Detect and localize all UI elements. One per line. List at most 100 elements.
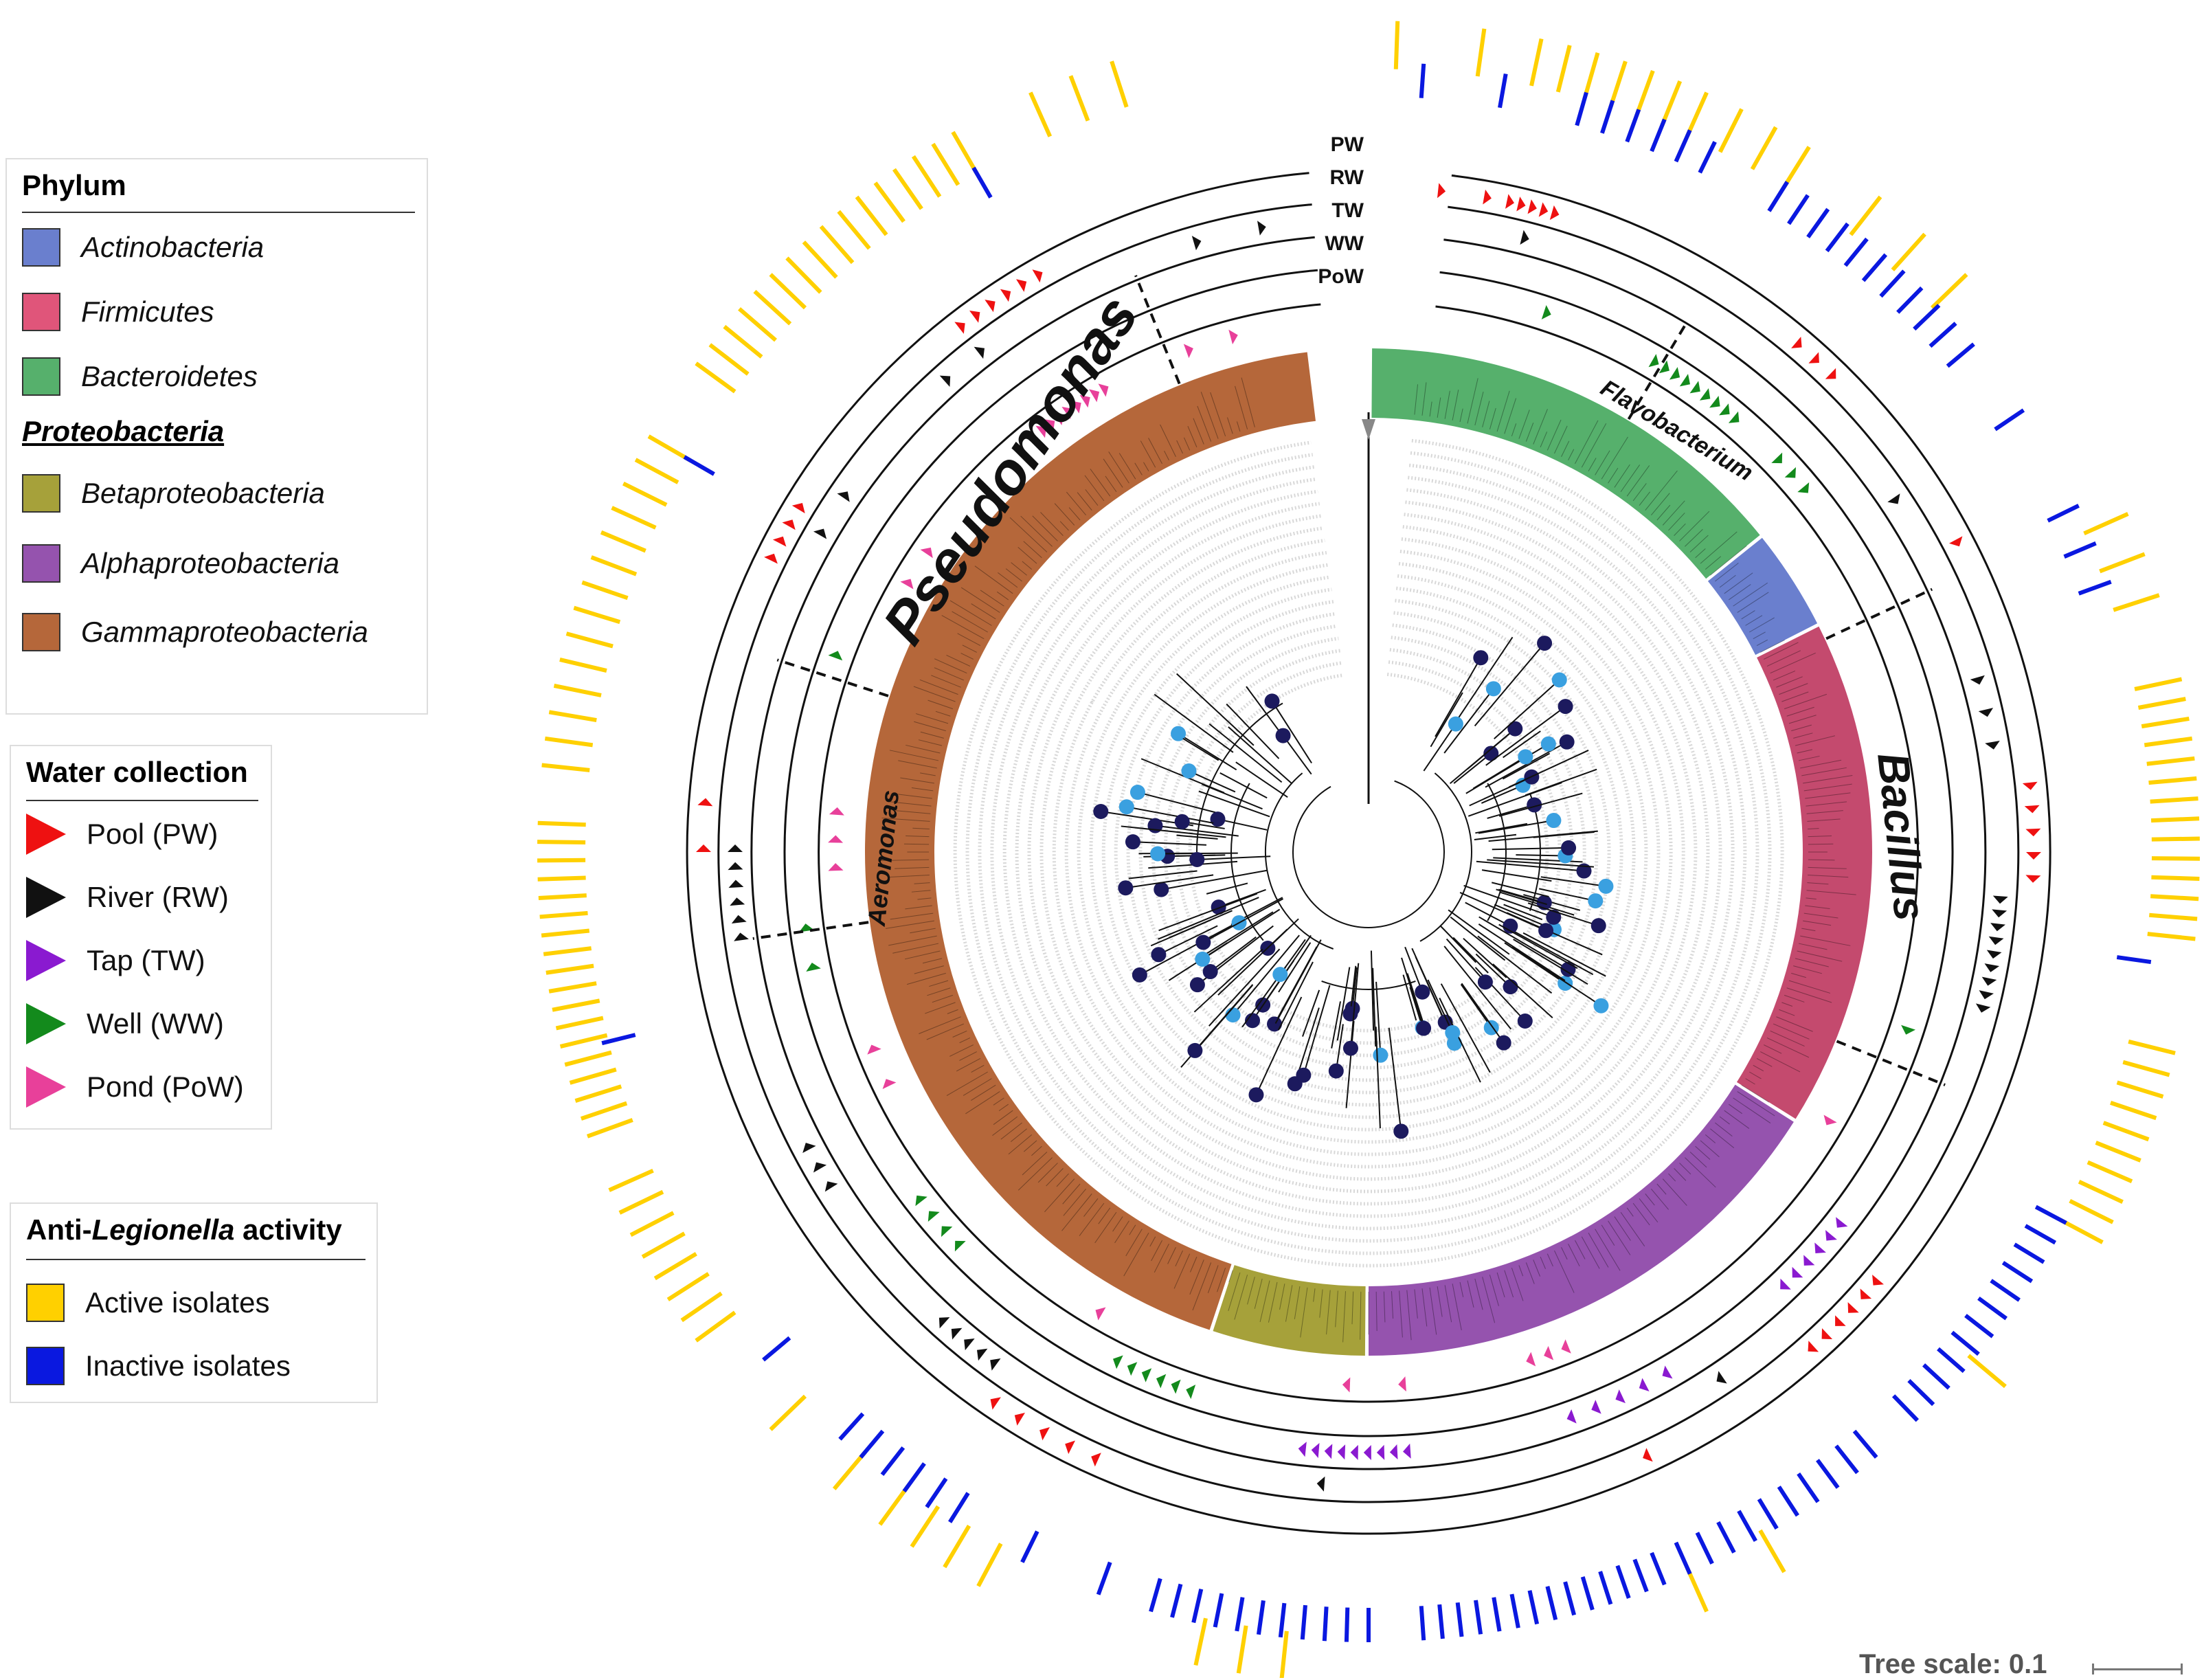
legend-item-inactive: Inactive isolates xyxy=(26,1344,291,1388)
inactive-isolate-tick xyxy=(1455,1602,1464,1637)
genus-divider xyxy=(1627,321,1689,421)
internal-branch xyxy=(1196,702,1283,853)
leaf-label xyxy=(956,1058,981,1072)
inactive-isolate-tick xyxy=(1149,1578,1162,1613)
leaf-label xyxy=(1733,1097,1771,1123)
pool-marker xyxy=(2025,875,2041,883)
pool-marker xyxy=(697,798,713,807)
leaf-label xyxy=(1798,755,1820,761)
leaf-label-bands xyxy=(953,438,1784,1268)
leaf-label xyxy=(931,675,961,688)
branch xyxy=(1277,961,1314,1031)
tap-marker xyxy=(1836,1217,1848,1228)
branch xyxy=(1498,888,1545,904)
pool-marker xyxy=(696,844,711,852)
well-marker xyxy=(1784,467,1796,478)
leaf-label xyxy=(914,882,930,884)
active-isolate-tick xyxy=(1750,126,1778,170)
leaf-label xyxy=(1444,390,1450,419)
leaf-label xyxy=(1793,732,1813,739)
leaf-label xyxy=(1595,450,1610,475)
collection-markers xyxy=(696,183,2041,1492)
leaf-label xyxy=(1005,568,1022,582)
well-marker xyxy=(1141,1368,1152,1382)
branch xyxy=(1370,950,1375,1031)
inactive-isolate-tick xyxy=(1913,304,1941,331)
river-marker xyxy=(1978,708,1994,717)
inactive-isolate-tick xyxy=(1498,73,1508,109)
pool-marker xyxy=(1516,197,1526,212)
leaf-label xyxy=(889,874,930,878)
tap-marker xyxy=(1389,1444,1398,1459)
tap-marker xyxy=(1792,1266,1803,1278)
leaf-label xyxy=(1118,453,1136,480)
branch xyxy=(1459,892,1547,932)
well-marker xyxy=(1709,396,1720,408)
active-isolate-tick xyxy=(819,225,855,265)
leaf-label-band xyxy=(1151,636,1586,1070)
inactive-isolate-tick xyxy=(1852,1429,1878,1459)
pond-marker xyxy=(1098,383,1109,397)
inactive-isolate-tick xyxy=(1896,286,1924,314)
leaf-label xyxy=(1279,1284,1285,1310)
river-marker xyxy=(964,1339,975,1351)
pond-marker xyxy=(1183,344,1193,359)
active-isolate-tick xyxy=(1634,69,1655,117)
active-isolate-tick xyxy=(548,710,597,723)
active-isolate-tick xyxy=(564,1050,612,1067)
pool-marker xyxy=(1872,1275,1884,1286)
river-marker xyxy=(1520,229,1529,245)
leaf-label xyxy=(1668,513,1685,531)
active-isolate-tick xyxy=(574,1084,622,1103)
leaf-label xyxy=(1031,1145,1042,1156)
branch xyxy=(1504,942,1566,984)
tap-marker xyxy=(1298,1442,1307,1457)
leaf-label xyxy=(1749,1071,1762,1079)
active-isolate-tick xyxy=(769,1394,807,1431)
leaf-label xyxy=(946,654,971,667)
river-marker xyxy=(990,1358,1001,1371)
leaf-label-band xyxy=(1188,672,1549,1033)
active-isolate-tick xyxy=(1967,1354,2007,1389)
leaf-label xyxy=(1808,874,1849,878)
leaf-label xyxy=(1017,547,1037,564)
leaf-label xyxy=(974,565,1013,594)
inactive-isolate-tick xyxy=(1891,1394,1920,1422)
legend-item-active: Active isolates xyxy=(26,1281,269,1325)
leaf-label xyxy=(1193,418,1204,445)
inactive-isolate-tick xyxy=(1907,1378,1935,1407)
leaf-label xyxy=(1764,642,1799,660)
branch xyxy=(1150,919,1211,947)
leaf-label xyxy=(1383,1291,1386,1323)
inactive-isolate-tick xyxy=(601,1033,636,1046)
leaf-label xyxy=(1525,423,1534,442)
leaf-label xyxy=(935,710,951,717)
branch xyxy=(1161,869,1268,891)
branch xyxy=(1274,939,1322,1024)
branch xyxy=(1132,841,1207,846)
active-isolate-tick xyxy=(1028,91,1053,137)
active-isolate-tick xyxy=(2151,836,2200,842)
pond-marker xyxy=(1095,1307,1106,1321)
active-isolate-tick xyxy=(2095,1141,2141,1163)
internal-branch xyxy=(1292,780,1445,928)
inactive-isolate-tick xyxy=(1278,1602,1287,1638)
branch xyxy=(1487,859,1595,868)
bootstrap-node xyxy=(1559,734,1575,750)
branch xyxy=(1345,1020,1355,1108)
well-marker xyxy=(915,1195,927,1207)
branch xyxy=(1125,874,1214,889)
leaf-label xyxy=(1187,426,1197,448)
branch xyxy=(1487,804,1535,819)
leaf-label xyxy=(1319,1289,1323,1318)
leaf-label xyxy=(1011,562,1027,576)
leaf-label xyxy=(1575,420,1599,464)
branch xyxy=(1255,996,1303,1095)
genus-divider xyxy=(1134,275,1181,385)
ring-label-rw: RW xyxy=(1330,166,1364,189)
inactive-isolate-tick xyxy=(1825,222,1849,253)
active-isolate-tick xyxy=(611,506,657,530)
well-marker xyxy=(1719,403,1730,416)
pool-marker xyxy=(782,519,796,530)
tap-marker xyxy=(1814,1242,1826,1253)
